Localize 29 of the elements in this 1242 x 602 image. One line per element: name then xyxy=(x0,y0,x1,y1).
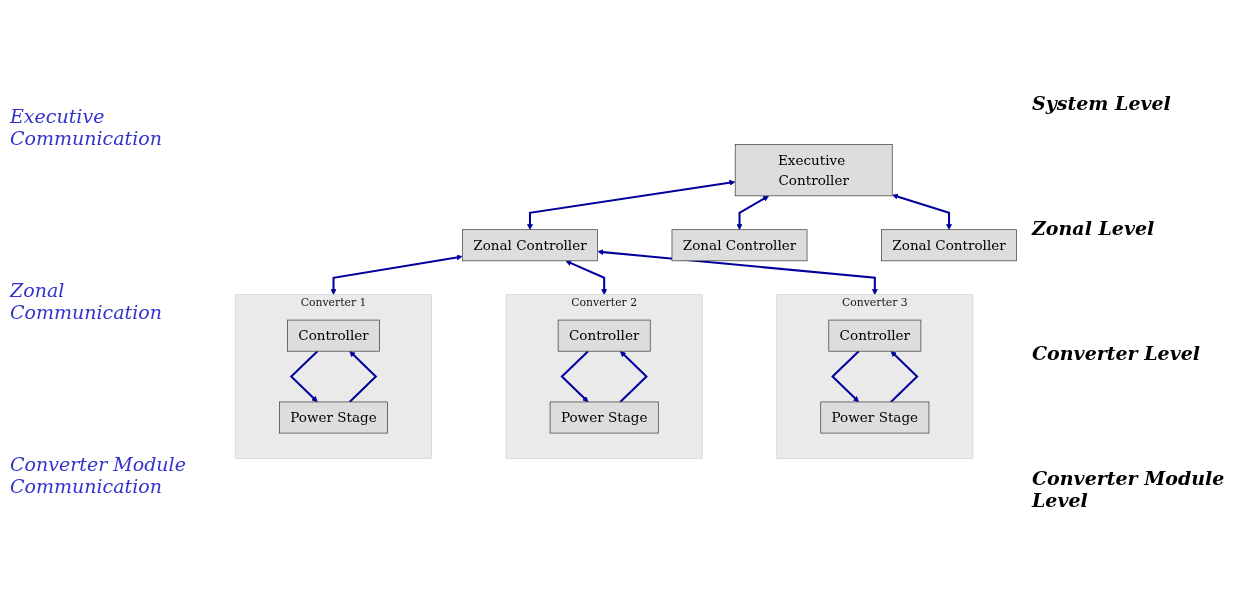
node-box: Power Stage xyxy=(820,401,930,433)
node-box: Zonal Controller xyxy=(462,228,598,261)
node-box: Controller xyxy=(287,319,380,352)
arrow xyxy=(527,179,736,230)
level-label: Converter Level xyxy=(1032,341,1202,364)
communication-label: Executive Communication xyxy=(10,105,163,149)
arrow xyxy=(736,195,769,230)
arrow xyxy=(565,259,608,295)
arrow xyxy=(831,350,860,402)
node-box: Zonal Controller xyxy=(881,228,1017,261)
node-box: Executive Controller xyxy=(734,143,893,196)
node-box: Controller xyxy=(828,319,922,352)
arrow xyxy=(330,253,463,295)
arrow xyxy=(289,350,319,402)
node-box: Power Stage xyxy=(549,401,659,433)
arrow xyxy=(892,193,952,230)
node-box: Power Stage xyxy=(279,401,388,433)
arrow xyxy=(619,350,648,403)
node-box: Controller xyxy=(557,319,651,352)
arrow xyxy=(597,248,878,295)
arrow xyxy=(560,350,589,402)
arrow xyxy=(890,350,919,403)
arrow xyxy=(348,350,378,403)
level-label: Converter Module Level xyxy=(1032,466,1226,511)
node-box: Zonal Controller xyxy=(671,228,808,261)
communication-label: Zonal Communication xyxy=(10,279,163,323)
communication-label: Converter Module Communication xyxy=(10,453,187,497)
level-label: System Level xyxy=(1032,91,1172,114)
level-label: Zonal Level xyxy=(1032,216,1156,239)
